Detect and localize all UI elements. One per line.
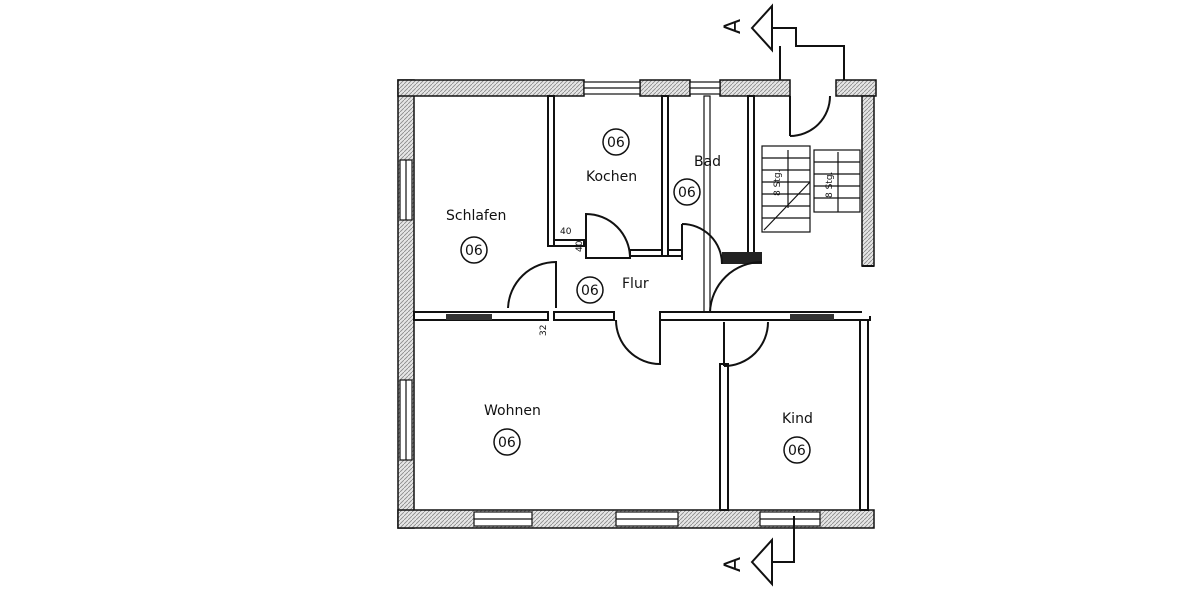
room-kind: Kind 06 [782, 411, 813, 464]
room-code-wohnen: 06 [498, 435, 516, 451]
room-label-flur: Flur [622, 276, 649, 292]
room-code-bad: 06 [678, 185, 696, 201]
room-code-schlafen: 06 [465, 243, 483, 259]
room-label-wohnen: Wohnen [484, 403, 541, 419]
section-label-bottom: A [721, 557, 746, 572]
stair-label-left: 8 Stg. [773, 170, 783, 196]
section-label-top: A [721, 19, 746, 34]
room-schlafen: Schlafen 06 [446, 208, 506, 264]
dimension-40-horizontal: 40 [560, 227, 572, 237]
staircase: 8 Stg. 8 Stg. [761, 145, 874, 316]
room-label-schlafen: Schlafen [446, 208, 506, 224]
room-label-bad: Bad [694, 154, 721, 170]
dimension-32: 32 [539, 325, 549, 336]
room-flur: 06 Flur [576, 276, 649, 304]
room-label-kochen: Kochen [586, 169, 637, 185]
room-kochen: 06 Kochen [586, 128, 637, 185]
room-label-kind: Kind [782, 411, 813, 427]
dimension-40-vertical: 40 [575, 240, 585, 252]
stair-label-right: 8 Stg. [825, 172, 835, 198]
interior-walls [413, 95, 871, 511]
section-marker-bottom: A [721, 516, 795, 587]
windows-left [399, 159, 413, 461]
room-code-kind: 06 [788, 443, 806, 459]
windows-bottom [473, 511, 821, 527]
windows-top [583, 81, 721, 95]
section-marker-top: A [721, 3, 845, 80]
room-code-flur: 06 [581, 283, 599, 299]
room-code-kochen: 06 [607, 135, 625, 151]
room-bad: Bad 06 [673, 154, 721, 206]
doors [507, 95, 831, 367]
room-wohnen: Wohnen 06 [484, 403, 541, 456]
